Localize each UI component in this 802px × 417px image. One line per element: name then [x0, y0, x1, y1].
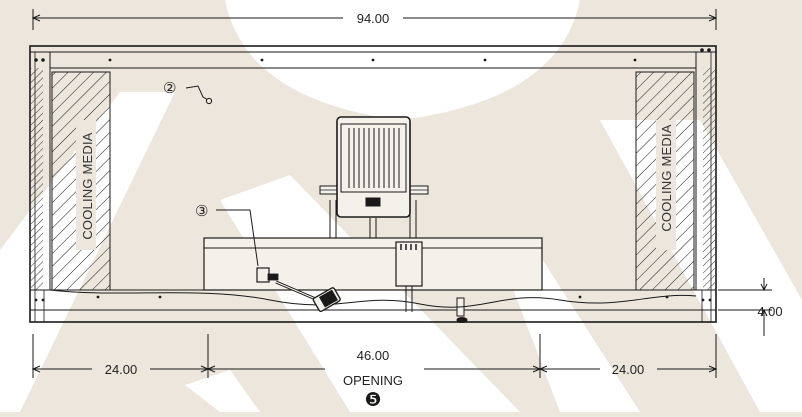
right-media-label-bg — [656, 120, 676, 250]
left-section-label: 24.00 — [105, 362, 138, 377]
callout-2-leader — [185, 85, 209, 101]
callout-3: ③ — [195, 203, 208, 220]
rivets — [34, 48, 712, 302]
left-media-label-bg — [76, 120, 96, 250]
opening-width-label: 46.00 — [357, 348, 390, 363]
right-side-hatch — [703, 68, 715, 290]
float-valve — [256, 267, 341, 313]
dimension-right-section — [538, 365, 718, 373]
dimension-left-section — [31, 365, 210, 373]
dimension-overall-width — [31, 9, 718, 30]
right-media-label: COOLING MEDIA — [659, 124, 674, 231]
dimension-bottom-extensions — [32, 334, 717, 378]
callout-2-target — [205, 97, 213, 105]
base-height-label: 4.00 — [757, 304, 782, 319]
water-line — [49, 289, 697, 308]
overall-width-label: 94.00 — [357, 11, 390, 26]
dimension-base-height — [718, 278, 772, 336]
right-section-label: 24.00 — [612, 362, 645, 377]
callout-3-leader — [216, 209, 259, 267]
opening-label: OPENING — [343, 373, 403, 388]
left-side-hatch — [31, 68, 43, 290]
callout-2: ② — [163, 80, 176, 97]
motor — [319, 116, 429, 218]
callout-5: ❺ — [364, 390, 381, 411]
left-media-label: COOLING MEDIA — [80, 132, 95, 239]
